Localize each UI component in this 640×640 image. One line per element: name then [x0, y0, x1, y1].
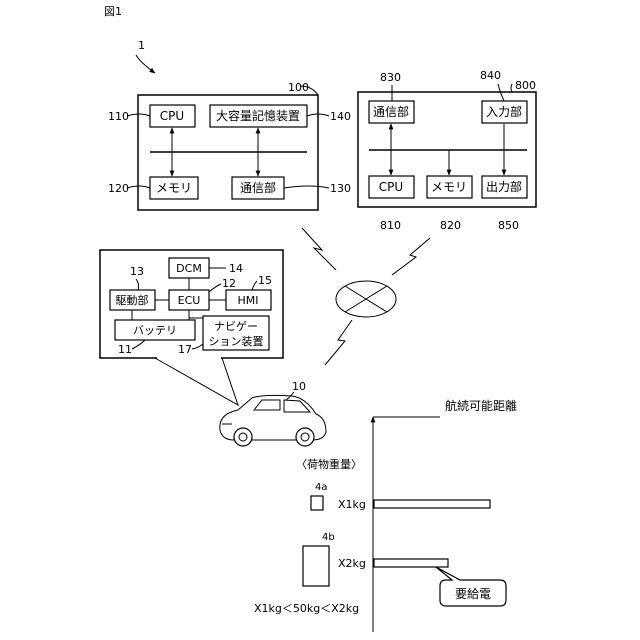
- weight-condition: X1kg＜50kg＜X2kg: [254, 602, 359, 615]
- terminal-output-ref: 850: [498, 219, 519, 232]
- car-window-front: [254, 400, 280, 410]
- navi-label-line2: ション装置: [209, 335, 264, 348]
- server-ref: 100: [288, 81, 309, 94]
- server-cpu-ref: 110: [108, 110, 129, 123]
- terminal-cpu-label: CPU: [379, 180, 403, 194]
- parcel-a-box: [311, 496, 323, 510]
- server-cpu-label: CPU: [160, 109, 184, 123]
- system-ref-arrow: [136, 55, 155, 73]
- ecu-label: ECU: [178, 294, 201, 307]
- server-comm-ref: 130: [330, 182, 351, 195]
- parcel-a-ref: 4a: [315, 482, 328, 493]
- hmi-ref: 15: [258, 274, 272, 287]
- server-storage-label: 大容量記憶装置: [216, 108, 300, 123]
- car-ref: 10: [292, 380, 306, 393]
- server-memory-label: メモリ: [156, 181, 192, 195]
- drive-ref: 13: [130, 265, 144, 278]
- terminal-ref-leader: [511, 84, 512, 92]
- terminal-link-bolt: [392, 238, 430, 275]
- system-ref: 1: [138, 39, 145, 52]
- weight-section-label: 〈荷物重量〉: [296, 457, 362, 471]
- server-storage-ref: 140: [330, 110, 351, 123]
- car-rear-wheel: [296, 428, 314, 446]
- car-illustration: 10: [220, 380, 326, 446]
- parcel-a-range-bar: [374, 500, 490, 508]
- hmi-label: HMI: [237, 294, 258, 307]
- parcel-b-weight: X2kg: [338, 557, 366, 570]
- terminal-block: 800 通信部 830 入力部 840 CPU 810 メモリ 820 出力部 …: [358, 69, 536, 232]
- parcel-a-weight: X1kg: [338, 498, 366, 511]
- terminal-ref: 800: [515, 79, 536, 92]
- vehicle-block: DCM 14 駆動部 13 ECU 12 HMI 15 バッテリ 11 ナビゲー…: [100, 250, 283, 405]
- navi-label-line1: ナビゲー: [214, 320, 258, 333]
- server-memory-ref: 120: [108, 182, 129, 195]
- server-link-bolt: [302, 228, 336, 270]
- terminal-memory-ref: 820: [440, 219, 461, 232]
- dcm-ref: 14: [229, 262, 243, 275]
- battery-ref: 11: [118, 343, 132, 356]
- recharge-callout-text: 要給電: [455, 587, 491, 601]
- parcel-b-box: [303, 546, 329, 586]
- figure-label: 図1: [104, 5, 122, 18]
- terminal-input-ref: 840: [480, 69, 501, 82]
- terminal-input-label: 入力部: [486, 104, 522, 119]
- terminal-memory-label: メモリ: [431, 180, 467, 194]
- ecu-ref: 12: [222, 277, 236, 290]
- terminal-cpu-ref: 810: [380, 219, 401, 232]
- terminal-comm-label: 通信部: [373, 104, 409, 119]
- network: [302, 228, 430, 365]
- car-front-wheel: [234, 428, 252, 446]
- range-axis-label: 航続可能距離: [445, 398, 517, 413]
- navi-ref: 17: [178, 343, 192, 356]
- vehicle-link-bolt: [325, 320, 352, 365]
- parcel-b-range-bar: [374, 559, 448, 567]
- battery-label: バッテリ: [133, 324, 177, 337]
- range-graph: 航続可能距離 〈荷物重量〉 4a X1kg 4b X2kg 要給電 X1kg＜5…: [254, 398, 517, 632]
- dcm-label: DCM: [176, 262, 202, 275]
- drive-label: 駆動部: [116, 293, 149, 307]
- parcel-b-ref: 4b: [322, 532, 335, 543]
- terminal-comm-ref: 830: [380, 71, 401, 84]
- terminal-output-label: 出力部: [486, 179, 522, 194]
- server-comm-label: 通信部: [240, 180, 276, 195]
- vehicle-callout-pointer: [155, 358, 238, 405]
- server-block: 100 CPU 110 大容量記憶装置 140 メモリ 120 通信部 130: [108, 81, 351, 210]
